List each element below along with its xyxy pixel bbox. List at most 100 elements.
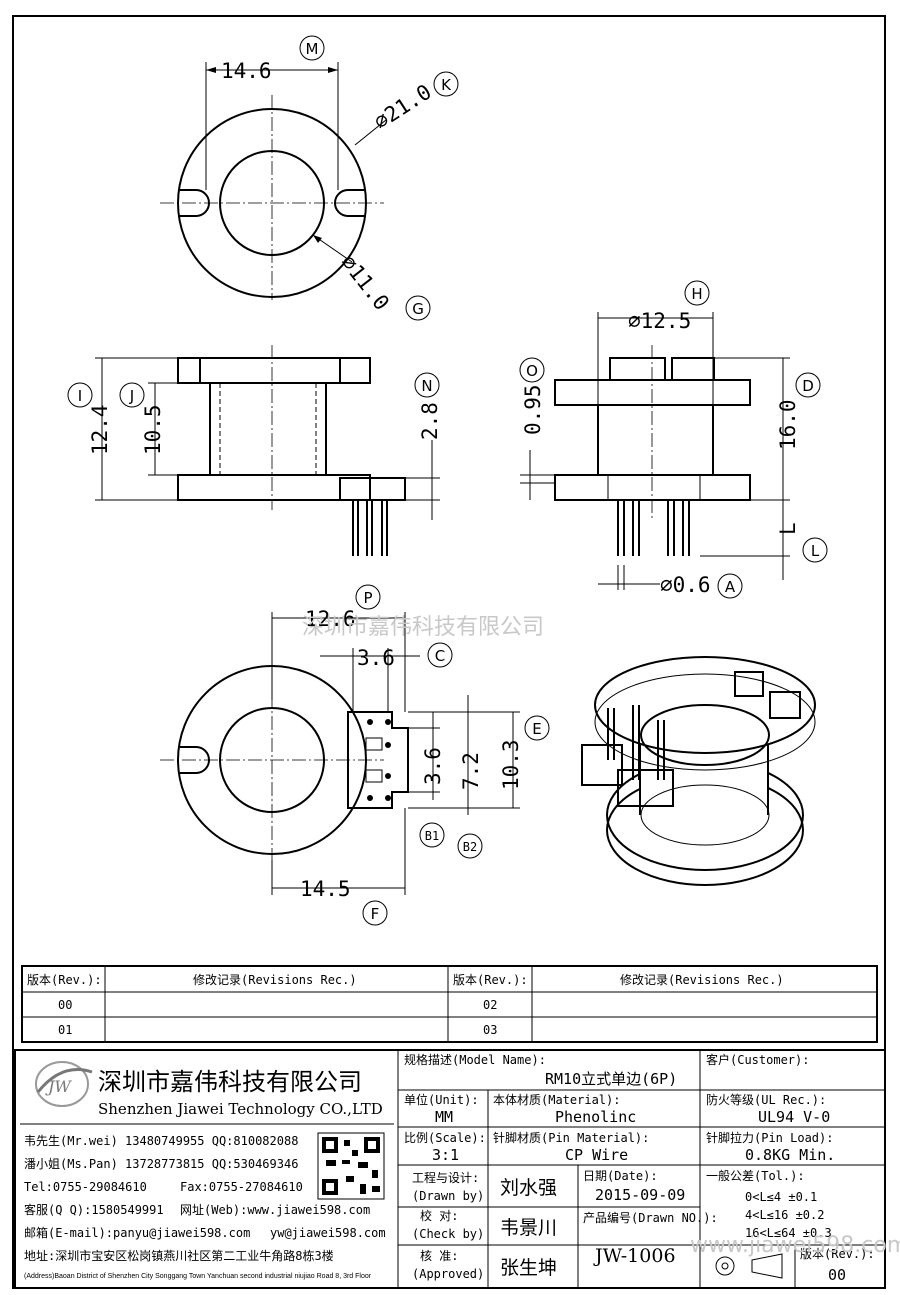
dim-side-width: ⌀12.5 [628, 309, 691, 333]
top-view: 14.6 ⌀21.0 ⌀11.0 [160, 59, 436, 315]
marker-b1: B1 [425, 829, 439, 843]
approve-sub: (Approved) [412, 1267, 484, 1281]
material-label: 本体材质(Material): [493, 1093, 620, 1107]
marker-p: P [363, 589, 372, 607]
check-sub: (Check by) [412, 1227, 484, 1241]
marker-l: L [811, 542, 820, 560]
fax: Fax:0755-27084610 [180, 1180, 303, 1194]
check-label: 校 对: [420, 1208, 458, 1223]
dim-bottom-w: 12.6 [305, 607, 356, 631]
pin-load-value: 0.8KG Min. [745, 1146, 835, 1164]
dim-top-width: 14.6 [221, 59, 272, 83]
drawn-sub: (Drawn by) [412, 1189, 484, 1203]
unit-label: 单位(Unit): [404, 1092, 479, 1107]
model-value: RM10立式单边(6P) [545, 1070, 677, 1088]
dim-top-tab: 0.95 [521, 384, 545, 435]
projection-symbol-icon [715, 1253, 783, 1279]
rec-header-left: 修改记录(Revisions Rec.) [193, 972, 357, 987]
dim-inner-dia: ⌀11.0 [336, 250, 394, 315]
revision-table: 版本(Rev.): 修改记录(Revisions Rec.) 版本(Rev.):… [21, 965, 878, 1043]
tel: Tel:0755-29084610 [24, 1180, 147, 1194]
rev-right-1: 03 [483, 1023, 497, 1037]
ul-label: 防火等级(UL Rec.): [706, 1092, 826, 1107]
drawn-value: 刘水强 [500, 1177, 557, 1199]
dim-inner-h: 10.5 [141, 404, 165, 455]
address-en: (Address)Baoan District of Shenzhen City… [24, 1273, 372, 1280]
check-value: 韦景川 [500, 1217, 557, 1239]
dim-pin-block: 3.6 [357, 646, 395, 670]
dim-flange-t: 2.8 [418, 402, 442, 440]
dim-bottom-len: 14.5 [300, 877, 351, 901]
email-1: 邮箱(E-mail):panyu@jiawei598.com [24, 1225, 250, 1240]
dim-side-h: 16.0 [776, 399, 800, 450]
front-view: 12.4 10.5 2.8 [88, 345, 442, 556]
marker-i: I [78, 387, 82, 405]
marker-j: J [129, 387, 134, 405]
marker-o: O [526, 362, 538, 380]
marker-g: G [412, 300, 424, 318]
rev-right-0: 02 [483, 998, 497, 1012]
drawn-label: 工程与设计: [412, 1170, 479, 1185]
customer-label: 客户(Customer): [706, 1052, 809, 1067]
contact-wei: 韦先生(Mr.wei) 13480749955 QQ:810082088 [24, 1134, 298, 1148]
marker-m: M [306, 40, 319, 58]
pin-material-label: 针脚材质(Pin Material): [493, 1130, 649, 1145]
tol-1: 0<L≤4 ±0.1 [745, 1190, 817, 1204]
drawn-no-label: 产品编号(Drawn NO.): [583, 1210, 718, 1225]
company-logo: JW [35, 1061, 93, 1107]
dim-total-h: 12.4 [88, 404, 112, 455]
model-label: 规格描述(Model Name): [404, 1052, 546, 1067]
approve-label: 核 准: [420, 1249, 458, 1263]
marker-f: F [371, 905, 380, 923]
dim-pin-len: L [776, 522, 800, 535]
date-value: 2015-09-09 [595, 1186, 685, 1204]
company-name-cn: 深圳市嘉伟科技有限公司 [98, 1068, 362, 1096]
tol-3: 16<L≤64 ±0.3 [745, 1226, 832, 1240]
date-label: 日期(Date): [583, 1169, 658, 1183]
service-qq: 客服(Q Q):1580549991 [24, 1202, 164, 1217]
dim-block-h: 10.3 [499, 739, 523, 790]
marker-b2: B2 [463, 840, 477, 854]
rev-header-right: 版本(Rev.): [453, 973, 528, 987]
callout-markers: M K G I J N H O D L A P C E B1 B2 F [67, 35, 828, 926]
rev-label: 版本(Rev.): [800, 1247, 875, 1261]
tol-2: 4<L≤16 ±0.2 [745, 1208, 824, 1222]
material-value: Phenolinc [555, 1108, 636, 1126]
address-cn: 地址:深圳市宝安区松岗镇燕川社区第二工业牛角路8栋3楼 [24, 1248, 334, 1263]
iso-view [581, 656, 816, 886]
drawn-no-value: JW-1006 [593, 1245, 676, 1267]
marker-a: A [725, 578, 736, 596]
marker-e: E [532, 720, 541, 738]
contact-pan: 潘小姐(Ms.Pan) 13728773815 QQ:530469346 [24, 1157, 298, 1171]
qr-code-icon [317, 1132, 385, 1200]
website: 网址(Web):www.jiawei598.com [180, 1203, 370, 1217]
rev-header-left: 版本(Rev.): [27, 973, 102, 987]
logo-text: JW [45, 1077, 72, 1096]
marker-c: C [435, 647, 445, 665]
unit-value: MM [435, 1108, 453, 1126]
email-2: yw@jiawei598.com [270, 1226, 386, 1240]
dim-outer-dia: ⌀21.0 [370, 80, 436, 135]
side-view: ⌀12.5 0.95 16.0 L ⌀0.6 [520, 309, 800, 597]
dim-pin-dia: ⌀0.6 [660, 573, 711, 597]
dim-pin-pitch: 3.6 [421, 747, 445, 785]
scale-value: 3:1 [432, 1146, 459, 1164]
marker-h: H [691, 285, 702, 303]
title-block: 规格描述(Model Name): RM10立式单边(6P) 客户(Custom… [14, 1049, 900, 1289]
pin-material-value: CP Wire [565, 1146, 628, 1164]
marker-k: K [441, 76, 452, 94]
watermark-corner: www.jiawei598.com [690, 1233, 900, 1258]
ul-value: UL94 V-0 [758, 1108, 830, 1126]
pin-load-label: 针脚拉力(Pin Load): [706, 1130, 833, 1145]
rec-header-right: 修改记录(Revisions Rec.) [620, 972, 784, 987]
scale-label: 比例(Scale): [404, 1131, 486, 1145]
tol-label: 一般公差(Tol.): [706, 1168, 805, 1183]
rev-left-0: 00 [58, 998, 72, 1012]
watermark-center: 深圳市嘉伟科技有限公司 [302, 615, 544, 640]
marker-n: N [421, 377, 432, 395]
approve-value: 张生坤 [500, 1257, 557, 1279]
rev-value: 00 [828, 1266, 846, 1284]
company-name-en: Shenzhen Jiawei Technology CO.,LTD [98, 1100, 383, 1118]
